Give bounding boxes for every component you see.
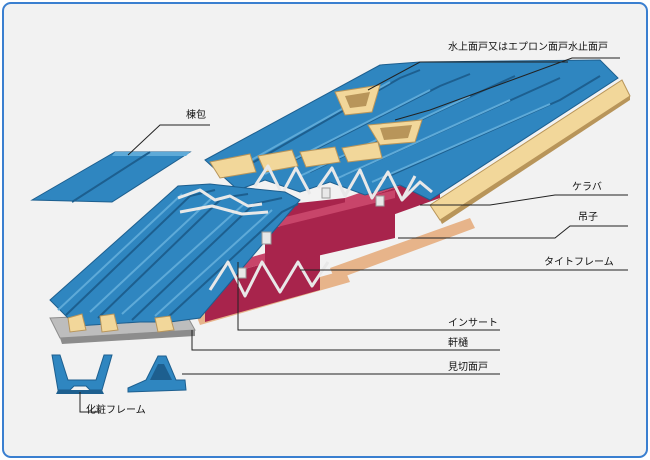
leader-insert — [237, 262, 500, 331]
label-tsurigo: 吊子 — [578, 212, 598, 223]
label-nokidoi: 軒樋 — [448, 338, 468, 349]
beam-stack-front — [195, 190, 395, 325]
leader-mizudome — [394, 57, 620, 121]
ridge-cover — [30, 151, 192, 203]
mikiri-mendo-part — [127, 355, 187, 393]
leader-keraba — [420, 194, 628, 206]
label-mizukami-mendo: 水上面戸又はエプロン面戸 — [448, 42, 568, 53]
label-munatsutsumi: 棟包 — [186, 110, 206, 121]
roof-sheet-back — [204, 59, 631, 224]
label-keraba: ケラバ — [572, 182, 602, 193]
leader-munatsutsumi — [127, 124, 210, 156]
label-insert: インサート — [448, 318, 498, 329]
label-mizudome-mendo: 水止面戸 — [568, 42, 608, 53]
leader-kesho — [79, 392, 100, 413]
label-kesho-frame: 化粧フレーム — [86, 405, 146, 416]
label-tight-frame: タイトフレーム — [544, 257, 614, 268]
leader-nokidoi — [191, 330, 500, 351]
label-mikiri-mendo: 見切面戸 — [448, 362, 488, 373]
leader-tsurigo — [398, 225, 628, 239]
leader-mizukami — [367, 61, 568, 91]
leader-lines — [79, 57, 628, 413]
roof-sheet-front — [49, 183, 330, 344]
